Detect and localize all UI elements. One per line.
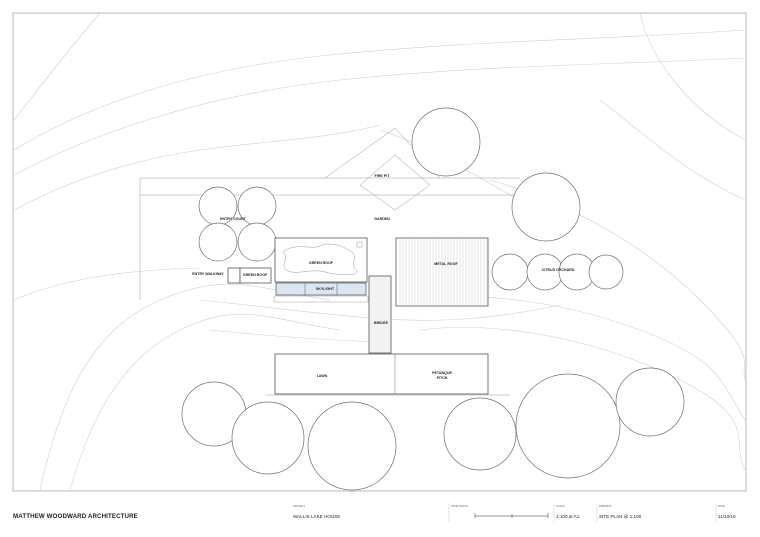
north-field-label: TRUE NORTH	[451, 504, 468, 508]
label-lawn: LAWN	[317, 374, 328, 378]
bridge	[368, 275, 392, 354]
label-petanque: PETANQUE	[432, 371, 452, 375]
label-green-roof-small: GREEN ROOF	[243, 273, 268, 277]
tree	[588, 254, 624, 290]
date-field-label: DATE	[718, 504, 725, 508]
drawing-field-label: DRAWING	[599, 504, 611, 508]
firm-name: MATTHEW WOODWARD ARCHITECTURE	[13, 513, 138, 520]
project-name: WALLIS LAKE HOUSE	[293, 514, 340, 519]
tree	[526, 253, 564, 291]
tree	[615, 367, 685, 437]
tree	[237, 222, 277, 262]
buildings	[227, 237, 489, 395]
skylight	[275, 282, 367, 296]
entry-green-roof-pad	[239, 267, 272, 284]
label-green-roof-main: GREEN ROOF	[309, 261, 334, 265]
lawn-pad	[274, 353, 489, 395]
tree	[515, 373, 621, 479]
tree	[307, 401, 397, 491]
label-pitch: PITCH	[437, 376, 448, 380]
label-entry-walkway: ENTRY WALKWAY	[192, 272, 224, 276]
tree	[231, 401, 305, 475]
label-metal-roof: METAL ROOF	[434, 262, 458, 266]
title-block: MATTHEW WOODWARD ARCHITECTURE PROJECT WA…	[13, 503, 736, 522]
project-field-label: PROJECT	[293, 504, 306, 508]
trees	[181, 107, 685, 491]
label-garden: GARDEN	[374, 217, 390, 221]
main-green-roof	[274, 237, 368, 283]
drawing-title: SITE PLAN @ 1:100	[599, 514, 642, 519]
label-citrus-orchard: CITRUS ORCHARD	[542, 268, 575, 272]
metal-roof-ribs	[399, 239, 488, 305]
deck	[273, 295, 369, 303]
tree	[511, 172, 581, 242]
label-entry-court: ENTRY COURT	[220, 217, 247, 221]
label-skylight: SKYLIGHT	[316, 287, 335, 291]
tree	[411, 107, 481, 177]
label-fire-pit: FIRE PIT	[375, 174, 391, 178]
tree	[198, 222, 238, 262]
tree	[491, 253, 529, 291]
date-value: 11/10/19	[718, 514, 736, 519]
scale-bar	[474, 513, 549, 518]
scale-value: 1:100 at A1	[556, 514, 580, 519]
green-roof-pattern	[282, 243, 358, 275]
label-bridge: BRIDGE	[374, 321, 389, 325]
scale-field-label: SCALE	[556, 504, 565, 508]
roof-hatch	[356, 241, 363, 248]
tree	[443, 397, 517, 471]
plan-labels: FIRE PIT ENTRY COURT GARDEN GREEN ROOF M…	[192, 174, 574, 380]
entry-green-roof	[227, 267, 241, 284]
